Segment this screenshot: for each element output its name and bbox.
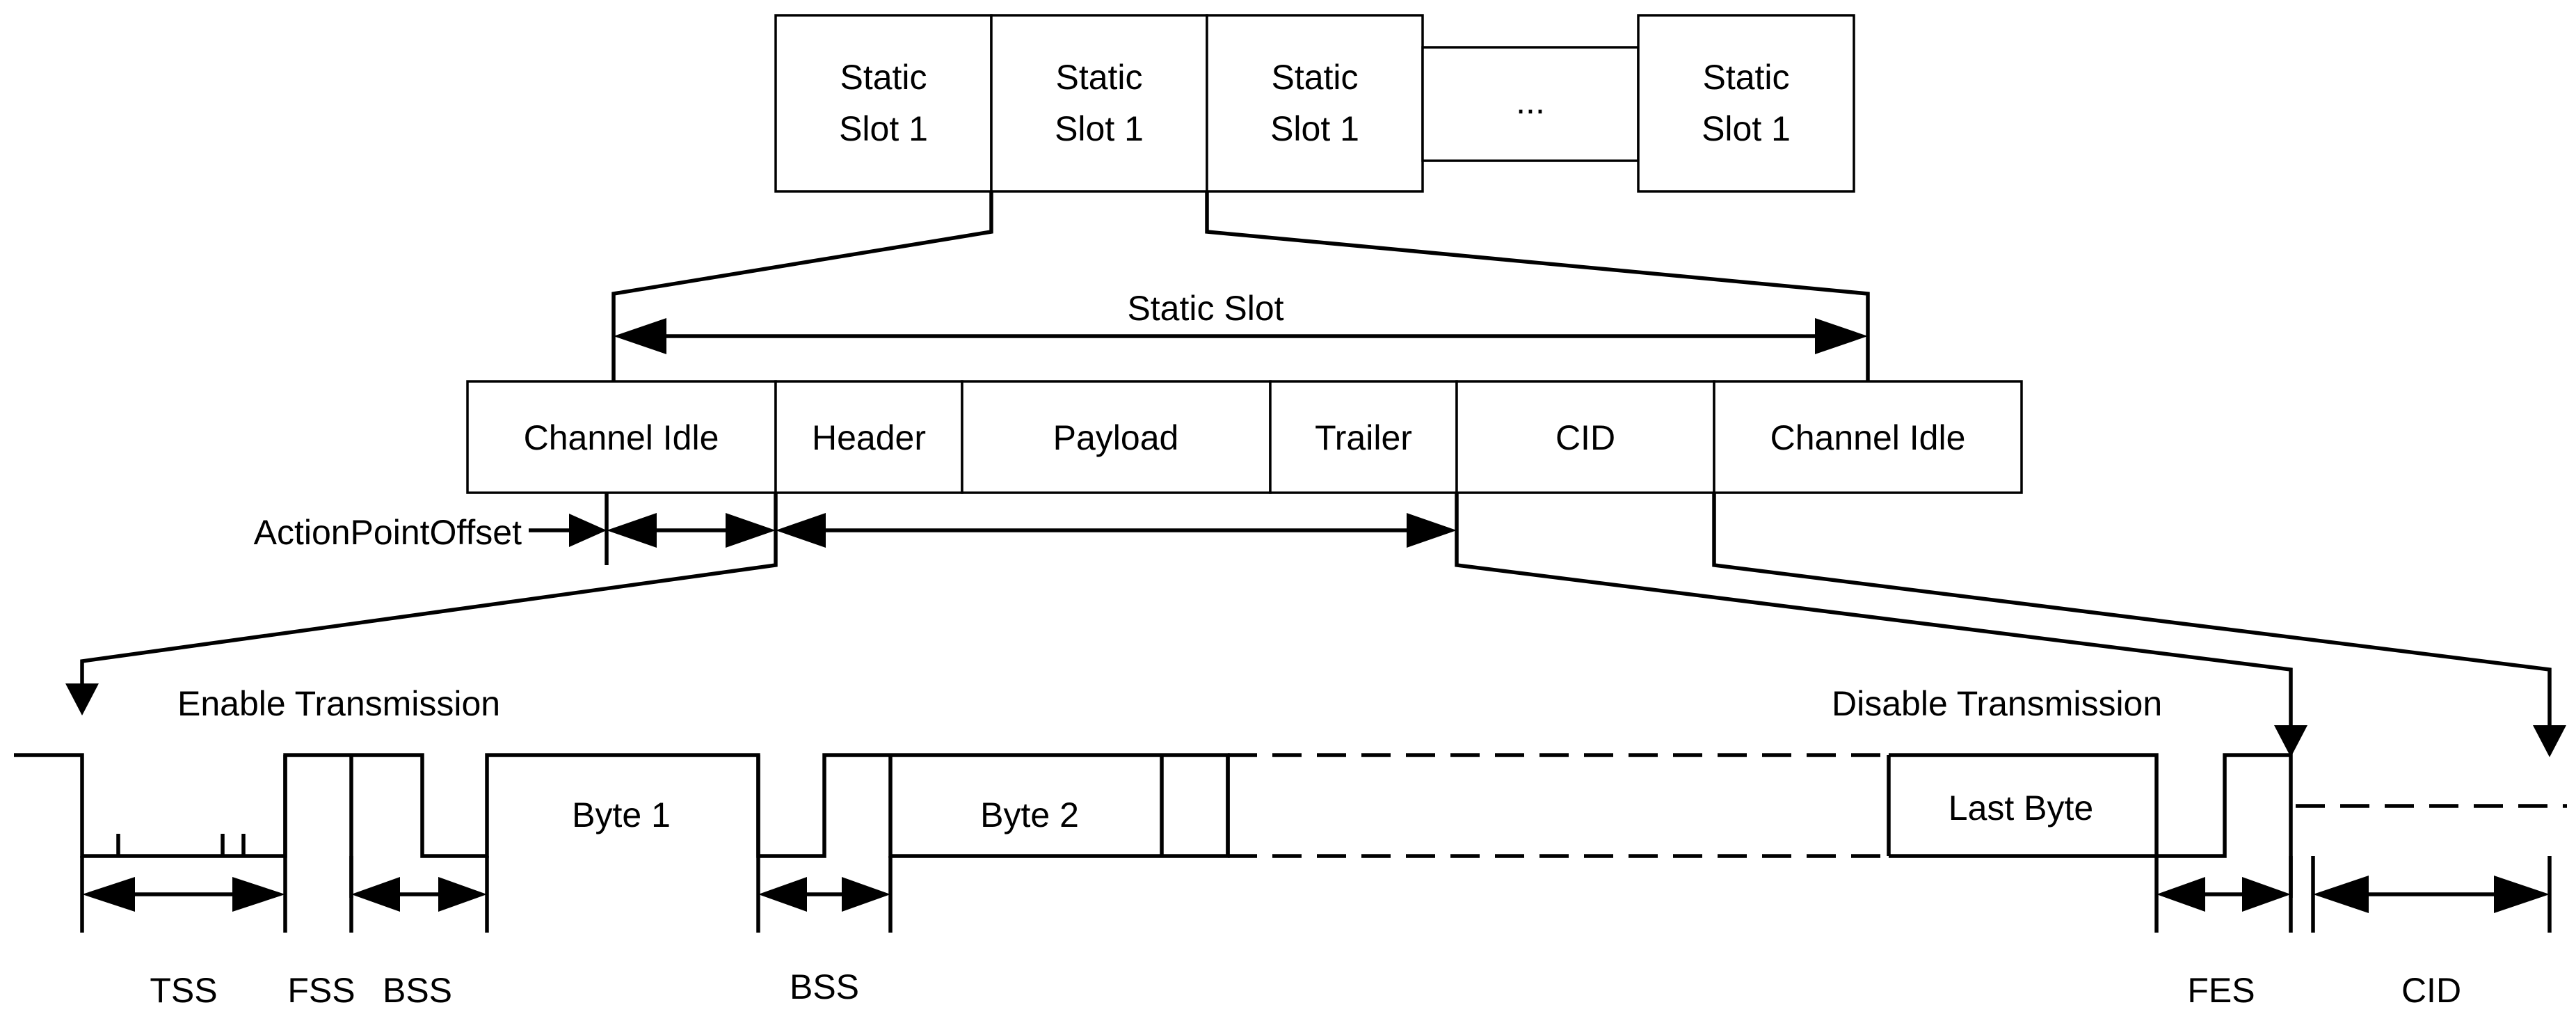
segment-cid-label: CID — [1555, 418, 1615, 457]
disable-transmission-label: Disable Transmission — [1832, 684, 2162, 723]
segment-channel-idle-2-label: Channel Idle — [1770, 418, 1966, 457]
top-slot-label-line: Slot 1 — [1702, 109, 1791, 148]
signal-waveform — [14, 753, 2567, 898]
enable-transmission-label: Enable Transmission — [177, 684, 500, 723]
top-slot-1 — [774, 14, 993, 193]
segment-labels: Channel Idle Header Payload Trailer CID … — [524, 418, 1966, 457]
segment-channel-idle-1-label: Channel Idle — [524, 418, 719, 457]
action-point-offset-arrows — [529, 493, 1457, 565]
segment-row — [466, 380, 2023, 494]
cid-label: CID — [2401, 971, 2461, 1010]
static-slot-span-arrow — [614, 318, 1868, 354]
top-slot-label-line: Static — [1702, 58, 1789, 97]
segment-trailer-label: Trailer — [1315, 418, 1412, 457]
mapping-line-cid — [1712, 493, 2552, 725]
segment-cid — [1455, 380, 1715, 494]
segment-header-label: Header — [812, 418, 926, 457]
expansion-line-right — [1205, 191, 1870, 381]
top-slot-ellipsis — [1421, 46, 1640, 162]
bottom-labels: TSS FSS BSS BSS FES CID — [150, 967, 2461, 1010]
last-byte-label: Last Byte — [1949, 789, 2093, 828]
segment-payload-label: Payload — [1053, 418, 1179, 457]
top-slot-5 — [1637, 14, 1855, 193]
tss-label: TSS — [150, 971, 217, 1010]
bss-label-1: BSS — [383, 971, 452, 1010]
action-point-offset-label: ActionPointOffset — [254, 513, 522, 552]
signal-byte-labels: Byte 1 Byte 2 Last Byte — [572, 789, 2093, 834]
fes-label: FES — [2187, 971, 2255, 1010]
segment-channel-idle-2 — [1713, 380, 2023, 494]
top-slot-ellipsis-label: ... — [1516, 82, 1545, 121]
top-slot-label-line: ... — [1516, 82, 1545, 121]
top-slot-label-line: Static — [1271, 58, 1358, 97]
byte-1-label: Byte 1 — [572, 796, 671, 834]
expansion-line-left — [611, 191, 993, 381]
mapping-line-enable — [80, 493, 778, 689]
top-slot-row — [774, 14, 1855, 193]
top-slot-2 — [990, 14, 1208, 193]
enable-arrowhead — [65, 683, 99, 715]
top-slot-label-line: Slot 1 — [1270, 109, 1359, 148]
top-slot-label-line: Slot 1 — [839, 109, 928, 148]
segment-payload — [961, 380, 1272, 494]
byte-2-label: Byte 2 — [980, 796, 1079, 834]
mapping-line-disable — [1455, 493, 2293, 725]
static-slot-label: Static Slot — [1127, 289, 1283, 328]
segment-trailer — [1269, 380, 1458, 494]
bss-label-2: BSS — [790, 967, 859, 1006]
top-slot-label-line: Static — [840, 58, 927, 97]
fss-label: FSS — [287, 971, 355, 1010]
segment-header — [774, 380, 963, 494]
top-slot-label-line: Static — [1055, 58, 1142, 97]
disable-arrowhead — [2274, 725, 2307, 757]
top-slot-label-line: Slot 1 — [1055, 109, 1144, 148]
cid-arrowhead — [2533, 725, 2566, 757]
top-slot-3 — [1206, 14, 1424, 193]
bottom-interval-markers — [80, 755, 2552, 933]
